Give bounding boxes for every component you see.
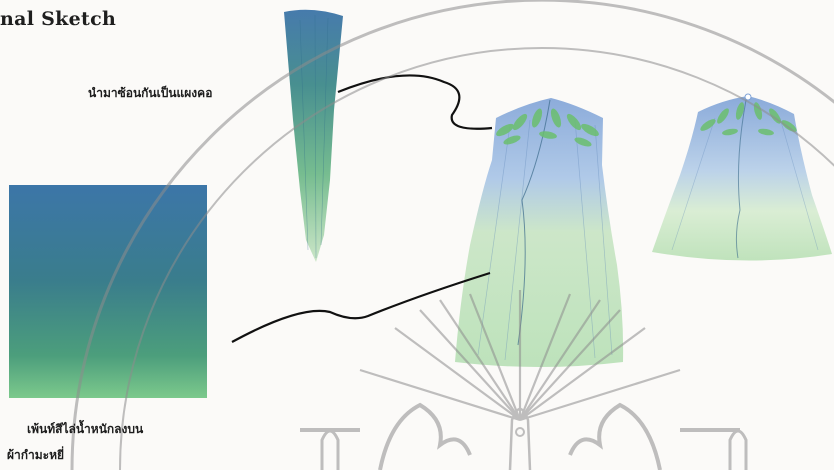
- long-cape-sketch: [455, 98, 623, 367]
- collar-pointer-line: [338, 75, 492, 128]
- collar-annotation: นำมาซ้อนกันเป็นแผงคอ: [88, 84, 212, 103]
- fabric-pointer-line: [232, 273, 490, 342]
- fabric-annotation-line1: เพ้นท์สีไล่น้ำหนักลงบน: [27, 420, 143, 439]
- short-cape-sketch: [652, 96, 832, 261]
- fabric-annotation-line2: ผ้ากำมะหยี่: [7, 446, 64, 465]
